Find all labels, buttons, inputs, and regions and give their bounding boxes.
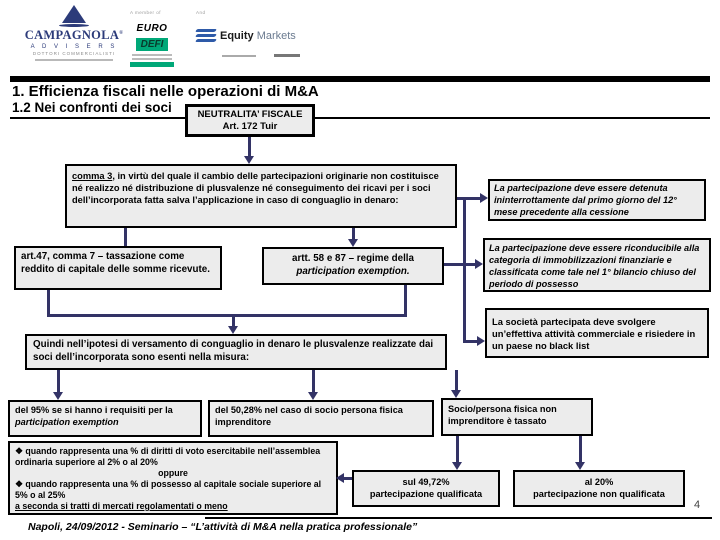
campagnola-subtitle: DOTTORI COMMERCIALISTI xyxy=(32,51,116,56)
qualificata-line1: sul 49,72% xyxy=(402,477,450,487)
connector-right-spine xyxy=(463,197,466,343)
connector-quindi-del5028 xyxy=(312,370,315,392)
campagnola-advisers-label: A D V I S E R S xyxy=(30,44,118,50)
member-note: A member of xyxy=(130,10,162,15)
artt58-87-box: artt. 58 e 87 – regime della participati… xyxy=(262,247,444,285)
diamond-bullet-icon: ❖ xyxy=(15,478,23,489)
eurodefi-smallprint-bar xyxy=(132,54,172,56)
page-number: 4 xyxy=(694,499,701,511)
non-qualificata-line1: al 20% xyxy=(584,477,614,487)
eurodefi-smallprint-bar2 xyxy=(132,58,172,60)
del5028-box: del 50,28% nel caso di socio persona fis… xyxy=(208,400,434,437)
qualificata-box: sul 49,72% partecipazione qualificata xyxy=(352,470,500,507)
neutralita-line1: NEUTRALITA’ FISCALE xyxy=(197,109,303,120)
footer-rule xyxy=(205,517,712,519)
non-qualificata-box: al 20% partecipazione non qualificata xyxy=(513,470,685,507)
art47-box: art.47, comma 7 – tassazione come reddit… xyxy=(14,246,222,290)
arrowhead-down xyxy=(348,239,358,247)
connector-artt58-right2 xyxy=(444,263,475,266)
equity-waves-icon xyxy=(195,27,217,44)
arrowhead-down xyxy=(308,392,318,400)
arrowhead-right xyxy=(475,259,483,269)
eurodefi-defi-label: DEFI xyxy=(135,38,169,51)
campagnola-tagline-bar xyxy=(35,59,113,61)
markets-word: Markets xyxy=(256,29,296,42)
diamond-bullet-icon: ❖ xyxy=(15,446,23,456)
connector-comma3-art47 xyxy=(124,228,127,246)
connector-join-horizontal xyxy=(47,314,407,317)
and-note: And xyxy=(196,10,206,15)
arrowhead-down xyxy=(452,462,462,470)
neutralita-line2: Art. 172 Tuir xyxy=(222,121,278,133)
requisito-detenzione-box: La partecipazione deve essere detenuta i… xyxy=(488,179,706,221)
artt58-pex: participation exemption. xyxy=(296,265,410,277)
arrowhead-right xyxy=(477,336,485,346)
connector-socio-nonqualificata xyxy=(579,436,582,462)
arrowhead-down xyxy=(575,462,585,470)
connector-quindi-socio xyxy=(455,370,458,390)
registered-mark: ® xyxy=(119,30,124,36)
arrowhead-left xyxy=(336,473,344,483)
campagnola-logo: CAMPAGNOLA® A D V I S E R S DOTTORI COMM… xyxy=(18,5,130,61)
eurodefi-green-bar xyxy=(130,62,174,67)
connector-join-quindi xyxy=(232,314,235,326)
del95-pex: participation exemption xyxy=(15,416,119,427)
detail-item-1: ❖ quando rappresenta una % di diritti di… xyxy=(15,446,331,468)
comma3-lead: comma 3 xyxy=(72,171,113,181)
detail-item1-text: quando rappresenta una % di diritti di v… xyxy=(15,446,321,467)
campagnola-wordmark: CAMPAGNOLA xyxy=(24,28,120,42)
header-thick-rule xyxy=(10,76,710,82)
connector-spine-right3 xyxy=(463,340,477,343)
requisito-immobilizzazioni-box: La partecipazione deve essere riconducib… xyxy=(483,238,711,292)
connector-quindi-del95 xyxy=(57,370,60,392)
campagnola-name: CAMPAGNOLA® xyxy=(18,28,130,43)
equity-markets-logo: Equity Markets xyxy=(195,27,301,65)
eurodefi-euro-label: EURO xyxy=(136,23,168,34)
non-qualificata-line2: partecipazione non qualificata xyxy=(533,488,665,499)
neutralita-fiscale-box: NEUTRALITA’ FISCALE Art. 172 Tuir xyxy=(185,104,315,137)
connector-artt58-down xyxy=(404,285,407,314)
connector-comma3-artt58 xyxy=(352,228,355,241)
arrowhead-down xyxy=(451,390,461,398)
header-thin-rule xyxy=(10,117,710,119)
equity-wordmark: Equity Markets xyxy=(220,30,296,42)
equity-word: Equity xyxy=(220,29,254,42)
campagnola-hull-icon xyxy=(59,24,89,27)
detail-item2-text: quando rappresenta una % di possesso al … xyxy=(15,478,322,500)
equity-smallprint xyxy=(196,47,301,65)
requisito-commercialita-box: La società partecipata deve svolgere un’… xyxy=(485,308,709,358)
del95-box: del 95% se si hanno i requisiti per la p… xyxy=(8,400,202,437)
del95-text: del 95% se si hanno i requisiti per la xyxy=(15,405,173,415)
dettaglio-qualificata-box: ❖ quando rappresenta una % di diritti di… xyxy=(8,441,338,515)
comma3-text: , in virtù del quale il cambio delle par… xyxy=(72,171,439,206)
eurodefi-logo: EURO DEFI xyxy=(128,23,176,67)
arrowhead-down xyxy=(53,392,63,400)
campagnola-sail-icon xyxy=(62,5,86,23)
connector-socio-qualificata xyxy=(456,436,459,462)
quindi-box: Quindi nell’ipotesi di versamento di con… xyxy=(25,334,447,370)
detail-oppure: oppure xyxy=(158,467,188,478)
socio-non-imprenditore-box: Socio/persona fisica non imprenditore è … xyxy=(441,398,593,436)
arrowhead-down xyxy=(228,326,238,334)
arrowhead-right xyxy=(480,193,488,203)
arrowhead-down xyxy=(244,156,254,164)
slide-title: 1. Efficienza fiscali nelle operazioni d… xyxy=(12,83,319,100)
connector-qualificata-dettaglio xyxy=(344,477,352,480)
slide-subtitle: 1.2 Nei confronti dei soci xyxy=(12,100,172,115)
connector-comma3-right1 xyxy=(457,197,480,200)
detail-footnote: a seconda si tratti di mercati regolamen… xyxy=(15,500,228,511)
detail-item-2: ❖ quando rappresenta una % di possesso a… xyxy=(15,479,331,501)
connector-art47-down xyxy=(47,290,50,314)
footer-caption: Napoli, 24/09/2012 - Seminario – “L’atti… xyxy=(28,521,418,533)
artt58-text: artt. 58 e 87 – regime della xyxy=(292,253,414,264)
qualificata-line2: partecipazione qualificata xyxy=(369,488,483,499)
comma3-box: comma 3, in virtù del quale il cambio de… xyxy=(65,164,457,228)
connector-neutralita-comma3 xyxy=(248,137,251,157)
